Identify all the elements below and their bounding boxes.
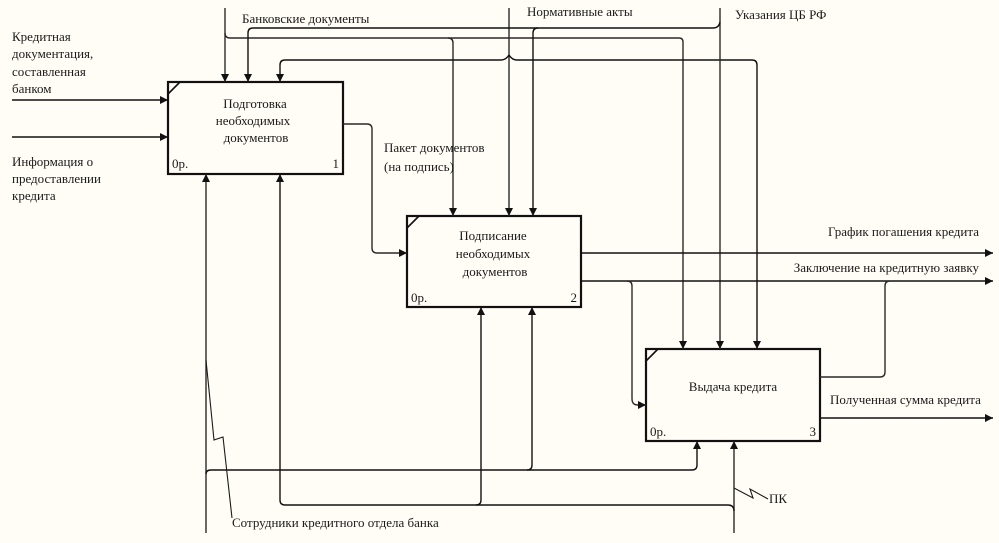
- staff-label-squiggle: [205, 359, 233, 519]
- mechanism-staff-to-box-2: [526, 307, 536, 471]
- box-3-cost: 0р.: [650, 424, 666, 439]
- input-1-label-line-1: Кредитная: [12, 29, 71, 44]
- box-3-title-line-1: Выдача кредита: [689, 379, 778, 394]
- box-1-frame: [166, 80, 345, 176]
- document-package-label-line-2: (на подпись): [384, 159, 454, 174]
- conclusion-to-box-3-input: [626, 280, 646, 409]
- output-arrow-received-amount: Полученная сумма кредита: [820, 392, 993, 422]
- control-bank-docs-to-box-3: [224, 32, 687, 349]
- input-arrow-credit-information: Информация о предоставлении кредита: [12, 133, 168, 203]
- box-1-corner-mark: [167, 81, 181, 95]
- mechanism-staff-to-box-3: [205, 441, 701, 475]
- output-arrow-application-conclusion: Заключение на кредитную заявку: [581, 260, 993, 409]
- input-2-label-line-3: кредита: [12, 188, 56, 203]
- mechanism-pc-label: ПК: [769, 491, 787, 506]
- input-2-label-line-1: Информация о: [12, 154, 93, 169]
- pc-label-squiggle: [733, 487, 769, 500]
- control-arrow-normative-acts: Нормативные акты: [276, 4, 761, 349]
- control-cb-label: Указания ЦБ РФ: [735, 7, 826, 22]
- control-bank-docs-label: Банковские документы: [242, 11, 370, 26]
- mechanism-pc-to-box-2: [475, 307, 485, 506]
- output-repayment-label: График погашения кредита: [828, 224, 979, 239]
- activity-box-3: Выдача кредита 0р. 3: [644, 347, 822, 443]
- control-normative-to-box-1: [276, 54, 510, 82]
- arrow-document-package: Пакет документов (на подпись): [343, 123, 485, 257]
- control-bank-docs-to-box-2: [447, 37, 457, 216]
- document-package-line: [343, 123, 407, 257]
- box-2-title-line-2: необходимых: [456, 246, 531, 261]
- box-2-corner-mark: [406, 215, 420, 229]
- input-1-label-line-3: составленная: [12, 64, 86, 79]
- mechanism-staff-label: Сотрудники кредитного отдела банка: [232, 515, 439, 530]
- box-1-number: 1: [333, 156, 340, 171]
- control-normative-label: Нормативные акты: [527, 4, 633, 19]
- control-normative-to-box-3: [508, 54, 761, 349]
- output-conclusion-label: Заключение на кредитную заявку: [794, 260, 980, 275]
- box-3-number: 3: [810, 424, 817, 439]
- output-arrow-repayment-schedule: График погашения кредита: [581, 224, 993, 257]
- activity-box-1: Подготовка необходимых документов 0р. 1: [166, 80, 345, 176]
- box-2-title-line-3: документов: [463, 264, 528, 279]
- box-2-frame: [405, 214, 583, 309]
- input-arrow-credit-documentation: Кредитная документация, составленная бан…: [12, 29, 168, 104]
- box-3-feedback-to-conclusion: [820, 280, 891, 378]
- box-1-title-line-3: документов: [224, 130, 289, 145]
- mechanism-pc-to-box-1: [276, 174, 735, 512]
- input-1-label-line-4: банком: [12, 81, 51, 96]
- box-2-title-line-1: Подписание: [459, 228, 527, 243]
- input-2-label-line-2: предоставлении: [12, 171, 101, 186]
- box-2-number: 2: [571, 290, 578, 305]
- mechanism-arrow-pc: ПК: [276, 174, 787, 533]
- box-3-corner-mark: [645, 348, 659, 362]
- box-3-frame: [644, 347, 822, 443]
- control-arrow-bank-documents: Банковские документы: [221, 8, 687, 349]
- input-1-label-line-2: документация,: [12, 46, 93, 61]
- control-cb-to-box-1: [244, 21, 721, 82]
- mechanism-arrow-credit-staff: Сотрудники кредитного отдела банка: [202, 174, 701, 533]
- activity-box-2: Подписание необходимых документов 0р. 2: [405, 214, 583, 309]
- box-2-cost: 0р.: [411, 290, 427, 305]
- box-1-title-line-1: Подготовка: [223, 96, 287, 111]
- output-received-amount-label: Полученная сумма кредита: [830, 392, 981, 407]
- control-arrow-central-bank: Указания ЦБ РФ: [244, 7, 826, 349]
- document-package-label-line-1: Пакет документов: [384, 140, 485, 155]
- box-1-cost: 0р.: [172, 156, 188, 171]
- control-cb-to-box-2: [529, 27, 539, 216]
- box-1-title-line-2: необходимых: [216, 113, 291, 128]
